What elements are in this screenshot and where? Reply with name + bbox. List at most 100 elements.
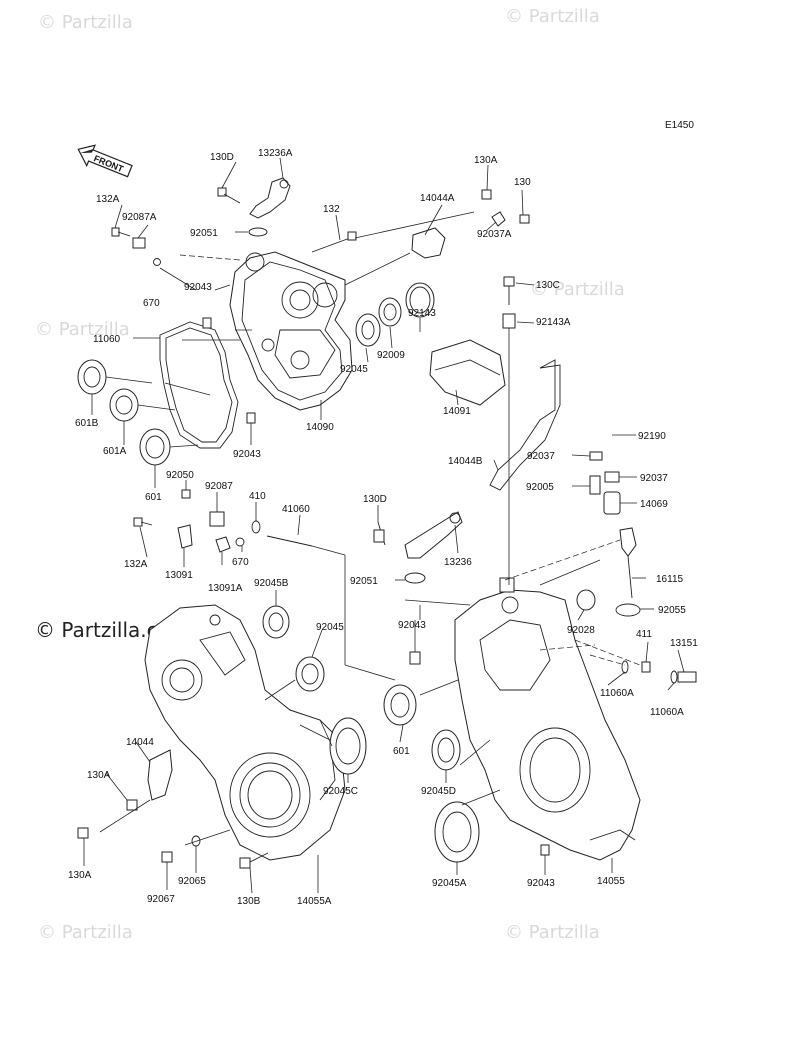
part-label: 92143A <box>536 317 571 328</box>
part-label: 13091A <box>208 583 243 594</box>
plug-92087A <box>132 237 146 249</box>
watermark-text: © Partzilla <box>35 319 130 340</box>
part-label: 92043 <box>184 282 212 293</box>
part-label: 14091 <box>443 406 471 417</box>
hose-92190 <box>586 392 614 445</box>
part-label: 92067 <box>147 894 175 905</box>
shaft-41060 <box>266 535 313 547</box>
part-label: 41060 <box>282 504 310 515</box>
washer-92051-top <box>248 227 268 237</box>
part-label: 92050 <box>166 470 194 481</box>
part-label: 92005 <box>526 482 554 493</box>
watermark-text: © Partzilla <box>38 922 133 943</box>
part-label: 670 <box>232 557 249 568</box>
part-label: 11060 <box>93 334 121 345</box>
dowel-92043-bottom <box>540 844 550 856</box>
plug-92087 <box>209 511 225 527</box>
oring-92055 <box>615 603 641 617</box>
leader-lines <box>83 157 685 894</box>
washer-410 <box>251 520 261 534</box>
part-label: 410 <box>249 491 266 502</box>
dowel-92043-top <box>202 317 212 329</box>
watermark-text: © Partzilla <box>530 279 625 300</box>
part-label: 92051 <box>350 576 378 587</box>
part-label: 601 <box>393 746 410 757</box>
part-label: 92043 <box>527 878 555 889</box>
bearing-601-mid <box>383 684 417 726</box>
oring-670-mid <box>235 537 245 547</box>
part-label: 601A <box>103 446 127 457</box>
part-label: 13236A <box>258 148 293 159</box>
part-label: 132A <box>96 194 120 205</box>
part-label: 601 <box>145 492 162 503</box>
part-label: 92043 <box>233 449 261 460</box>
part-label: 14044 <box>126 737 154 748</box>
plug-411 <box>641 661 651 673</box>
part-label: 130A <box>474 155 498 166</box>
collar-92143A <box>502 313 516 329</box>
oring-670-top <box>153 258 161 266</box>
part-label: 132A <box>124 559 148 570</box>
dipstick-16115 <box>619 527 637 599</box>
nut-92050 <box>181 489 191 499</box>
part-label: 92043 <box>398 620 426 631</box>
part-label: 132 <box>323 204 340 215</box>
part-label: 92087 <box>205 481 233 492</box>
part-label: 92051 <box>190 228 218 239</box>
dowel-92043-lower <box>409 651 421 665</box>
bolt-130A-bottom <box>77 827 89 839</box>
bearing-92045-upper <box>355 313 381 347</box>
part-label: 14044B <box>448 456 483 467</box>
bolt-132A-mid <box>133 517 153 527</box>
part-label: 92045 <box>316 622 344 633</box>
part-label: 14044A <box>420 193 455 204</box>
part-label: 16115 <box>656 574 684 585</box>
part-label: 92087A <box>122 212 157 223</box>
part-label: 14069 <box>640 499 668 510</box>
part-label: 92037 <box>640 473 668 484</box>
bearing-601A <box>109 388 139 422</box>
part-label: 92009 <box>377 350 405 361</box>
part-label: 92037 <box>527 451 555 462</box>
bolt-130D-mid <box>373 521 386 546</box>
bracket-14044B <box>489 359 561 491</box>
part-label: 11060A <box>600 688 634 699</box>
bolt-130B <box>239 852 269 869</box>
part-label: 130B <box>237 896 261 907</box>
part-label: 14090 <box>306 422 334 433</box>
watermark-text: © Partzilla <box>505 6 600 27</box>
part-label: 411 <box>636 629 652 640</box>
breather-14069 <box>603 491 621 515</box>
part-label: 670 <box>143 298 160 309</box>
bolt-130D-top <box>217 187 241 204</box>
part-label: 130D <box>363 494 387 505</box>
crankcase-cover-upper <box>229 251 353 411</box>
bearing-601B <box>77 359 107 395</box>
switch-13151 <box>670 670 697 684</box>
part-label: 92045D <box>421 786 456 797</box>
oring-11060A-a <box>621 660 629 674</box>
part-label: 14055 <box>597 876 625 887</box>
collar-92028 <box>576 589 596 611</box>
bearing-92045B <box>262 605 290 639</box>
part-label: 92045C <box>323 786 358 797</box>
watermark-text: © Partzilla <box>505 922 600 943</box>
collar-92143 <box>405 282 435 318</box>
bolt-130A-left <box>126 799 138 811</box>
shift-lever-13236 <box>404 511 463 559</box>
bracket-14044A <box>411 189 530 259</box>
washer-92051-mid <box>404 572 426 584</box>
front-arrow-icon: FRONT <box>77 144 133 178</box>
seal-92009 <box>378 297 402 327</box>
bearing-92045D <box>431 729 461 771</box>
part-label: 92037A <box>477 229 512 240</box>
watermark-text: © Partzilla <box>38 12 133 33</box>
gasket-11060 <box>159 321 239 449</box>
bearing-92045-mid <box>295 656 325 692</box>
part-label: 92065 <box>178 876 206 887</box>
part-label: 92045A <box>432 878 467 889</box>
shift-lever-13236A <box>249 177 291 219</box>
part-label: 130C <box>536 280 560 291</box>
bolt-132 <box>311 231 357 253</box>
